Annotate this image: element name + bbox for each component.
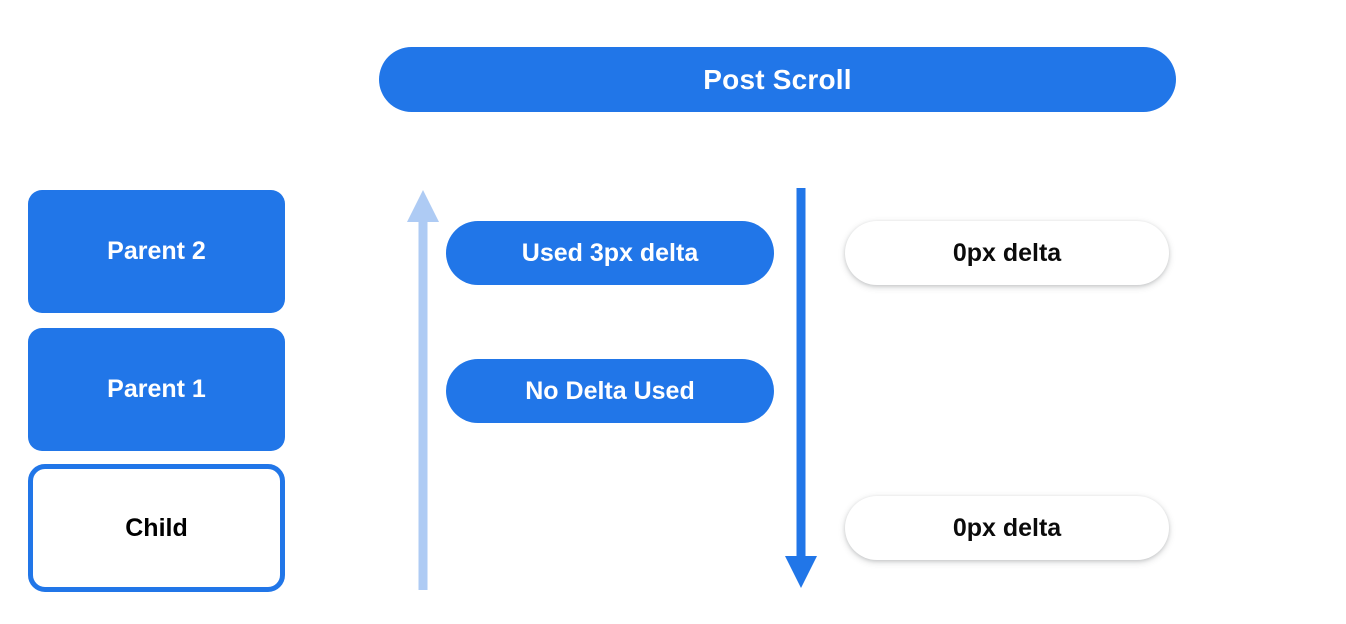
node-parent-1: Parent 1 xyxy=(28,328,285,451)
node-child-label: Child xyxy=(125,513,188,542)
delta-pill-no-delta-used: No Delta Used xyxy=(446,359,774,423)
node-parent-2: Parent 2 xyxy=(28,190,285,313)
post-scroll-header: Post Scroll xyxy=(379,47,1176,112)
node-parent-2-label: Parent 2 xyxy=(107,237,206,265)
node-child: Child xyxy=(28,464,285,592)
delta-pill-zero-top-label: 0px delta xyxy=(952,238,1062,267)
scroll-propagation-arrow-icon xyxy=(785,188,817,588)
delta-pill-zero-top: 0px delta xyxy=(845,221,1169,285)
node-parent-1-label: Parent 1 xyxy=(107,375,206,403)
delta-pill-no-delta-used-label: No Delta Used xyxy=(525,376,695,405)
delta-pill-used-3px-label: Used 3px delta xyxy=(521,238,699,267)
delta-pill-used-3px: Used 3px delta xyxy=(446,221,774,285)
post-scroll-header-label: Post Scroll xyxy=(703,63,852,95)
consumed-delta-arrow-icon xyxy=(407,190,439,590)
delta-pill-zero-bottom: 0px delta xyxy=(845,496,1169,560)
delta-pill-zero-bottom-label: 0px delta xyxy=(952,513,1062,542)
